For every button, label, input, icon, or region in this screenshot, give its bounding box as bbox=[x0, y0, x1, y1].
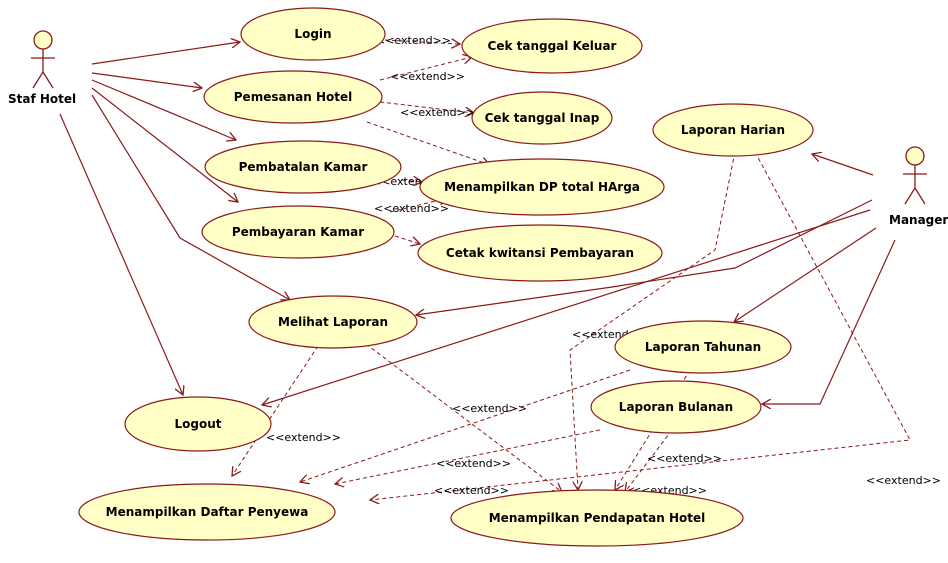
usecase-laporan-bulanan[interactable]: Laporan Bulanan bbox=[590, 380, 762, 434]
usecase-logout[interactable]: Logout bbox=[124, 396, 272, 452]
stick-figure-icon bbox=[903, 146, 927, 205]
usecase-menampilkan-daftar-penyewa[interactable]: Menampilkan Daftar Penyewa bbox=[78, 483, 336, 541]
actor-manager[interactable]: Manager bbox=[889, 146, 948, 227]
assoc-manager-logout bbox=[262, 209, 871, 405]
assoc-manager-melihat bbox=[416, 199, 873, 315]
actor-label: Manager bbox=[889, 213, 948, 227]
stereotype-label: <<extend>> bbox=[390, 70, 465, 83]
usecase-label: Logout bbox=[174, 417, 221, 431]
extend-tahunan-daftar bbox=[300, 369, 631, 482]
usecase-label: Menampilkan Pendapatan Hotel bbox=[489, 511, 706, 525]
usecase-label: Cek tanggal Keluar bbox=[488, 39, 617, 53]
actor-label: Staf Hotel bbox=[8, 92, 76, 106]
stereotype-label: <<extend>> bbox=[374, 202, 449, 215]
usecase-melihat-laporan[interactable]: Melihat Laporan bbox=[248, 295, 418, 349]
usecase-label: Laporan Bulanan bbox=[619, 400, 733, 414]
usecase-pembayaran-kamar[interactable]: Pembayaran Kamar bbox=[201, 205, 395, 259]
usecase-menampilkan-pendapatan[interactable]: Menampilkan Pendapatan Hotel bbox=[450, 489, 744, 547]
actor-staf-hotel[interactable]: Staf Hotel bbox=[8, 30, 76, 106]
stereotype-label: <<extend>> bbox=[376, 34, 451, 47]
extend-bulanan-pendapatan bbox=[625, 429, 673, 492]
usecase-laporan-harian[interactable]: Laporan Harian bbox=[652, 103, 814, 157]
usecase-label: Menampilkan DP total HArga bbox=[444, 180, 640, 194]
usecase-label: Pembayaran Kamar bbox=[232, 225, 364, 239]
stereotype-label: <<extend>> bbox=[434, 484, 509, 497]
assoc-staf-pemesanan bbox=[91, 72, 202, 88]
assoc-manager-bulanan bbox=[762, 239, 896, 404]
extend-bulanan-daftar bbox=[335, 429, 601, 484]
usecase-laporan-tahunan[interactable]: Laporan Tahunan bbox=[614, 320, 792, 374]
stereotype-label: <<extend>> bbox=[266, 431, 341, 444]
usecase-label: Menampilkan Daftar Penyewa bbox=[106, 505, 309, 519]
extend-login-keluar bbox=[384, 40, 460, 44]
extend-melihat-daftar bbox=[232, 345, 319, 476]
stick-figure-icon bbox=[31, 30, 55, 89]
extend-pemesanan-dp bbox=[366, 121, 490, 165]
usecase-label: Pemesanan Hotel bbox=[234, 90, 352, 104]
extend-pembatalan-dp bbox=[401, 180, 422, 182]
assoc-staf-login bbox=[91, 42, 240, 65]
use-cases: Login Pemesanan Hotel Pembatalan Kamar P… bbox=[78, 7, 814, 547]
usecase-label: Login bbox=[294, 27, 331, 41]
usecase-label: Laporan Tahunan bbox=[645, 340, 761, 354]
usecase-label: Pembatalan Kamar bbox=[239, 160, 368, 174]
extend-melihat-pendapatan bbox=[365, 343, 562, 492]
usecase-pemesanan-hotel[interactable]: Pemesanan Hotel bbox=[203, 70, 383, 124]
extend-pemesanan-keluar bbox=[379, 57, 472, 81]
usecase-pembatalan-kamar[interactable]: Pembatalan Kamar bbox=[204, 140, 402, 194]
usecase-login[interactable]: Login bbox=[240, 7, 386, 61]
usecase-label: Cetak kwitansi Pembayaran bbox=[446, 246, 634, 260]
assoc-staf-pembayaran bbox=[91, 87, 238, 202]
usecase-cek-tanggal-inap[interactable]: Cek tanggal Inap bbox=[471, 91, 613, 145]
extend-harian-daftar bbox=[370, 151, 911, 500]
usecase-menampilkan-dp[interactable]: Menampilkan DP total HArga bbox=[419, 158, 665, 216]
stereotype-label: <<extend>> bbox=[400, 106, 475, 119]
assoc-manager-harian bbox=[812, 154, 874, 176]
extend-pembayaran-cetak bbox=[394, 235, 420, 244]
usecase-label: Melihat Laporan bbox=[278, 315, 388, 329]
stereotype-label: <<extend>> bbox=[866, 474, 941, 487]
assoc-manager-tahunan bbox=[734, 227, 877, 322]
extend-harian-pendapatan bbox=[569, 151, 736, 490]
assoc-staf-melihat bbox=[91, 94, 290, 300]
stereotype-label: <<extend>> bbox=[436, 457, 511, 470]
stereotype-label: <<extend>> bbox=[452, 402, 527, 415]
usecase-cetak-kwitansi[interactable]: Cetak kwitansi Pembayaran bbox=[417, 224, 663, 282]
usecase-label: Laporan Harian bbox=[681, 123, 785, 137]
assoc-staf-pembatalan bbox=[91, 79, 236, 140]
usecase-label: Cek tanggal Inap bbox=[485, 111, 600, 125]
extend-pemesanan-inap bbox=[379, 101, 474, 113]
usecase-cek-tanggal-keluar[interactable]: Cek tanggal Keluar bbox=[461, 18, 643, 74]
extend-lines bbox=[232, 40, 911, 500]
stereotype-label: <<extend>> bbox=[647, 452, 722, 465]
association-lines bbox=[59, 42, 896, 405]
assoc-staf-logout bbox=[59, 113, 183, 395]
